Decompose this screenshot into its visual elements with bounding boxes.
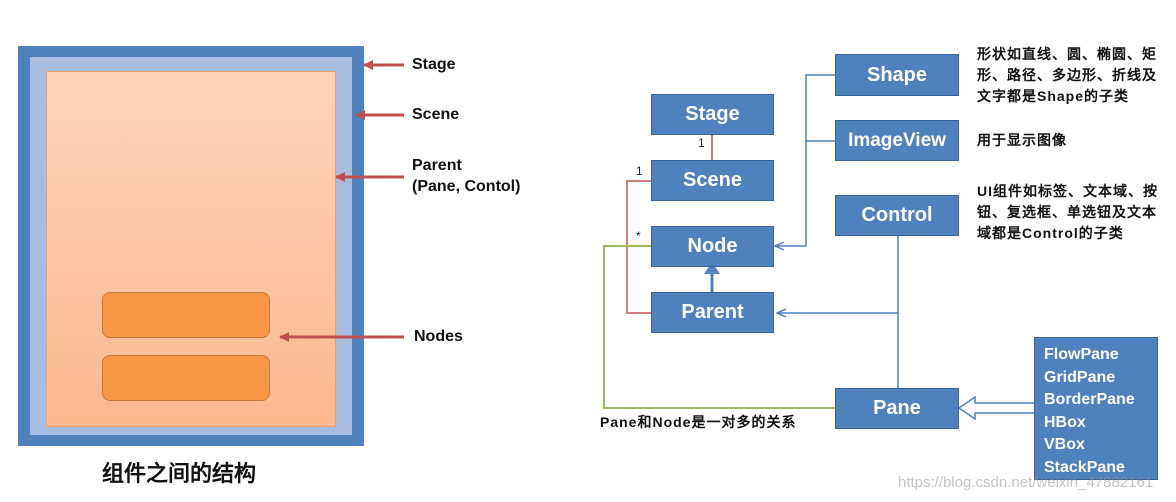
mult-scene: 1 [636,164,643,178]
box-scene: Scene [651,160,774,201]
note-shape: 形状如直线、圆、椭圆、矩形、路径、多边形、折线及文字都是Shape的子类 [977,46,1157,104]
mult-node: * [636,229,641,243]
label-parent: Parent (Pane, Contol) [412,155,520,197]
left-caption: 组件之间的结构 [102,462,257,487]
pane-type-vbox: VBox [1044,436,1085,453]
pane-type-stackpane: StackPane [1044,458,1125,476]
box-control: Control [835,195,959,236]
label-nodes: Nodes [414,328,463,345]
node-rect-2 [102,355,270,401]
link-pane-node [603,245,835,409]
link-parent-node-head [704,262,720,274]
label-stage: Stage [412,56,456,73]
pane-type-borderpane: BorderPane [1044,391,1135,408]
link-shape-node [775,74,835,246]
pane-type-gridpane: GridPane [1044,368,1116,386]
mult-stage-scene: 1 [698,136,705,150]
label-parent-sub: (Pane, Contol) [412,178,521,195]
note-imageview: 用于显示图像 [977,132,1067,148]
link-panes-pane [957,395,1034,421]
box-shape: Shape [835,54,959,96]
pane-type-flowpane: FlowPane [1044,346,1119,363]
box-node: Node [651,226,774,267]
box-pane: Pane [835,388,959,429]
label-scene: Scene [412,106,460,123]
pane-subclasses-box: FlowPane GridPane BorderPane HBox VBox S… [1034,337,1158,480]
note-pane-node: Pane和Node是一对多的关系 [600,414,797,430]
note-control: UI组件如标签、文本域、按钮、复选框、单选钮及文本域都是Control的子类 [977,183,1158,241]
label-parent-title: Parent [412,157,462,174]
box-parent: Parent [651,292,774,333]
watermark: https://blog.csdn.net/weixin_47882161 [898,474,1154,491]
pane-type-hbox: HBox [1044,413,1086,431]
node-rect-1 [102,292,270,338]
box-stage: Stage [651,94,774,135]
box-imageview: ImageView [835,120,959,161]
